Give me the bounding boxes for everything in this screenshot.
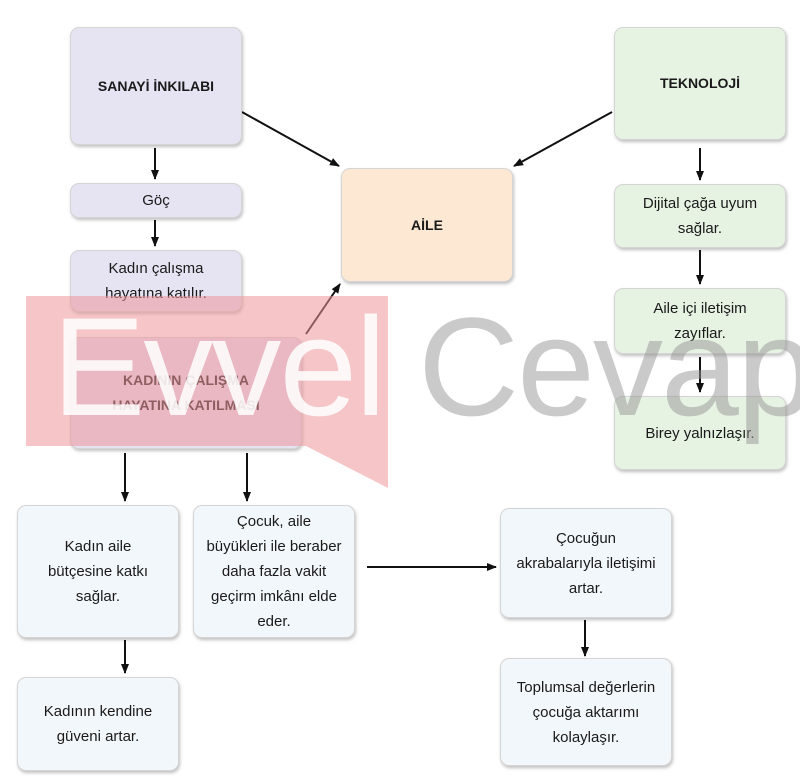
node-aile: AİLE xyxy=(341,168,513,282)
node-teknoloji: TEKNOLOJİ xyxy=(614,27,786,140)
node-dijital: Dijital çağa uyum sağlar. xyxy=(614,184,786,248)
node-label: Çocuk, aile büyükleri ile beraber daha f… xyxy=(206,513,342,630)
arrow-teknoloji-aile xyxy=(513,111,613,167)
node-akraba: Çocuğun akrabalarıyla iletişimi artar. xyxy=(500,508,672,618)
node-label: Aile içi iletişim zayıflar. xyxy=(653,300,747,342)
arrow-kadin-aile xyxy=(305,283,341,335)
arrow-sanayi-aile xyxy=(241,111,340,167)
node-toplumsal: Toplumsal değerlerin çocuğa aktarımı kol… xyxy=(500,658,672,766)
node-label: AİLE xyxy=(411,216,443,233)
node-cocuk-buyukler: Çocuk, aile büyükleri ile beraber daha f… xyxy=(193,505,355,638)
node-aile-ici: Aile içi iletişim zayıflar. xyxy=(614,288,786,354)
node-butce: Kadın aile bütçesine katkı sağlar. xyxy=(17,505,179,638)
node-sanayi-inkilabi: SANAYİ İNKILABI xyxy=(70,27,242,145)
node-kadin-katilir: Kadın çalışma hayatına katılır. xyxy=(70,250,242,312)
node-kadinin-calisma: KADININ ÇALIŞMA HAYATINA KATILMASI xyxy=(70,337,302,449)
node-birey: Birey yalnızlaşır. xyxy=(614,396,786,470)
node-label: Kadın aile bütçesine katkı sağlar. xyxy=(47,538,149,605)
node-label: KADININ ÇALIŞMA HAYATINA KATILMASI xyxy=(112,372,260,413)
node-label: Toplumsal değerlerin çocuğa aktarımı kol… xyxy=(516,678,656,746)
node-label: SANAYİ İNKILABI xyxy=(97,77,215,94)
node-kendine-guven: Kadının kendine güveni artar. xyxy=(17,677,179,771)
node-label: Çocuğun akrabalarıyla iletişimi artar. xyxy=(516,529,656,597)
node-label: Kadının kendine güveni artar. xyxy=(43,703,153,745)
node-label: Göç xyxy=(142,192,170,209)
node-label: Dijital çağa uyum sağlar. xyxy=(642,195,758,237)
node-label: Kadın çalışma hayatına katılır. xyxy=(105,260,207,302)
node-goc: Göç xyxy=(70,183,242,218)
node-label: Birey yalnızlaşır. xyxy=(645,424,755,442)
node-label: TEKNOLOJİ xyxy=(659,75,741,91)
